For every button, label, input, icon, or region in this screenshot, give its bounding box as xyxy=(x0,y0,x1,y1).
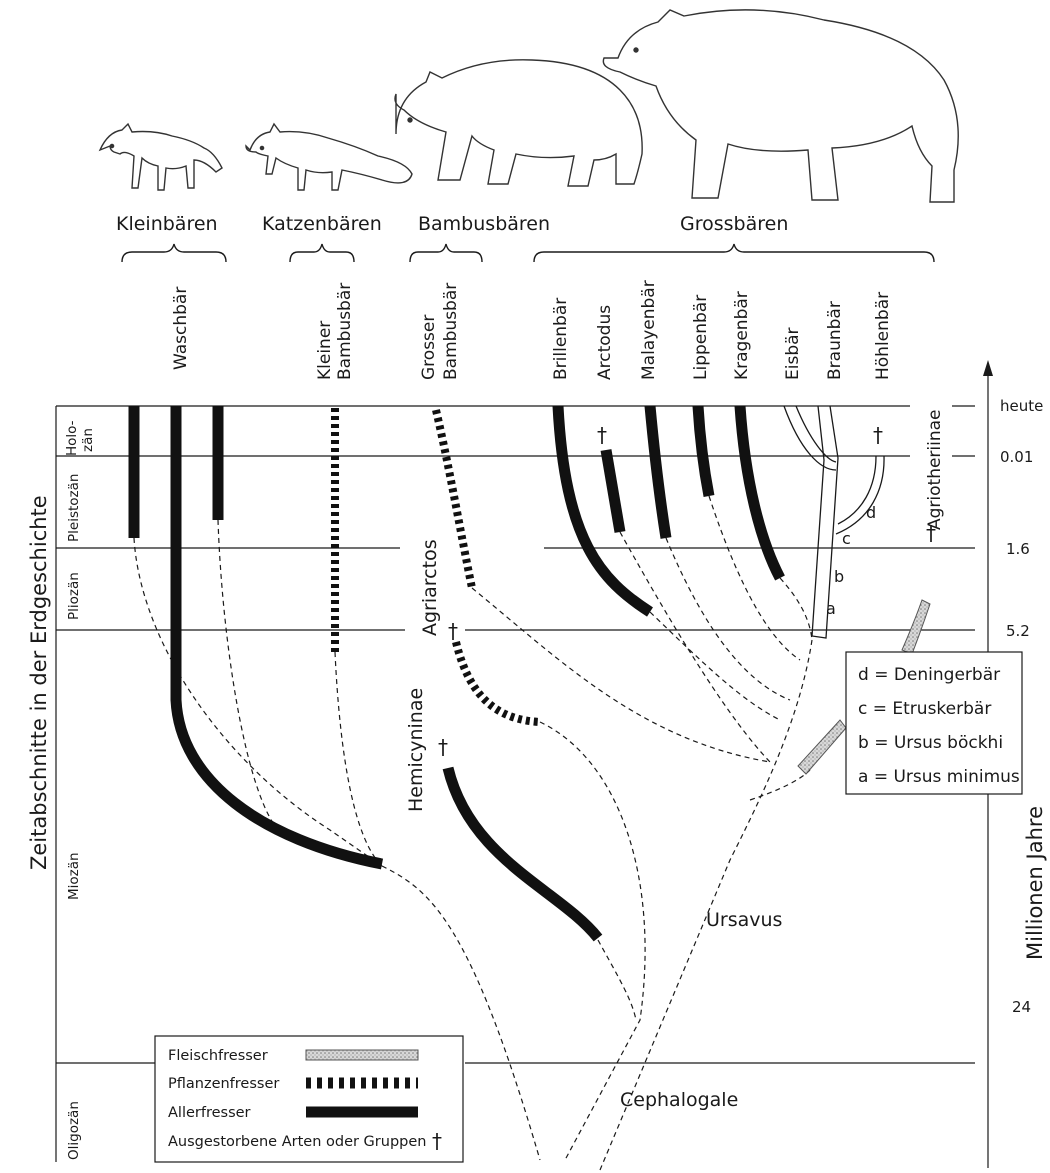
species-label-malayenbaer: Malayenbär xyxy=(639,280,659,380)
species-label-braunbaer: Braunbär xyxy=(825,301,845,380)
giant-panda-illustration xyxy=(395,60,642,186)
ancestry-line-grosser-bambusbaer xyxy=(472,588,770,762)
key-d: d = Deningerbär xyxy=(858,665,1000,685)
ancestry-line-waschbaer-b xyxy=(218,520,278,830)
tick-label-5-2: 5.2 xyxy=(1006,622,1030,640)
era-label-holozaen-1: Holo- xyxy=(64,420,80,456)
era-label-pliozaen: Pliozän xyxy=(66,572,82,620)
brace-grossbaeren xyxy=(534,244,934,262)
extinct-dagger-agriarctos: † xyxy=(448,619,458,643)
species-label-brillenbaer: Brillenbär xyxy=(551,298,571,380)
lineage-agriotheriinae-lower xyxy=(798,720,846,774)
legend-box: Fleischfresser Pflanzenfresser Allerfres… xyxy=(155,1036,463,1162)
ancestry-line-hemicyninae xyxy=(598,940,636,1020)
lineage-hemicyninae xyxy=(448,768,598,938)
extinct-dagger-hoehlenbaer: † xyxy=(873,423,883,447)
brace-bambusbaeren xyxy=(410,244,482,262)
legend-dagger: † xyxy=(432,1129,442,1153)
species-label-eisbaer: Eisbär xyxy=(783,327,803,380)
lineage-arctodus xyxy=(606,450,620,532)
group-label-bambusbaeren: Bambusbären xyxy=(418,213,550,235)
lineage-kragenbaer xyxy=(740,406,780,578)
lineage-grosser-bambusbaer xyxy=(436,410,472,588)
lineage-lippenbaer xyxy=(698,406,709,496)
red-panda-illustration xyxy=(246,124,412,190)
ancestry-line-kragenbaer xyxy=(780,578,812,640)
species-label-lippenbaer: Lippenbär xyxy=(691,295,711,380)
lineage-malayenbaer xyxy=(650,406,666,538)
era-label-pleistozaen: Pleistozän xyxy=(66,474,82,542)
branch-label-ursavus: Ursavus xyxy=(706,909,782,931)
omnivore-lineages xyxy=(134,406,780,938)
lineage-eisbaer-outer xyxy=(784,406,836,470)
species-label-waschbaer: Waschbär xyxy=(171,287,191,370)
group-label-grossbaeren: Grossbären xyxy=(680,213,788,235)
legend-label-ausgestorben: Ausgestorbene Arten oder Gruppen xyxy=(168,1134,426,1150)
right-axis-title: Millionen Jahre xyxy=(1023,806,1047,960)
extinct-dagger-arctodus: † xyxy=(597,423,607,447)
species-label-agriotheriinae: Agriotheriinae xyxy=(925,409,945,530)
species-label-kleiner-bambusbaer-1: Kleiner xyxy=(315,321,335,380)
species-label-arctodus: Arctodus xyxy=(595,305,615,380)
era-label-oligozaen: Oligozän xyxy=(66,1101,82,1160)
species-label-kragenbaer: Kragenbär xyxy=(732,291,752,380)
lineage-eisbaer-inner xyxy=(796,406,836,462)
species-label-grosser-bambusbaer-2: Bambusbär xyxy=(441,283,461,380)
key-b: b = Ursus böckhi xyxy=(858,733,1003,753)
time-axis-arrow-icon xyxy=(983,360,993,376)
marker-b: b xyxy=(834,567,844,586)
group-label-katzenbaeren: Katzenbären xyxy=(262,213,382,235)
marker-d: d xyxy=(866,503,876,522)
ancestry-line-kleiner-bambusbaer xyxy=(335,652,382,866)
lineage-agriotheriinae-upper xyxy=(902,600,930,654)
legend-swatch-fleischfresser xyxy=(306,1050,418,1060)
brown-bear-illustration xyxy=(603,10,958,202)
key-c: c = Etruskerbär xyxy=(858,699,991,719)
ancestry-line-arctodus xyxy=(620,532,770,762)
tick-label-0-01: 0.01 xyxy=(1000,448,1033,466)
group-label-kleinbaeren: Kleinbären xyxy=(116,213,218,235)
species-label-grosser-bambusbaer-1: Grosser xyxy=(419,315,439,380)
branch-label-cephalogale: Cephalogale xyxy=(620,1089,738,1111)
tick-label-heute: heute xyxy=(1000,397,1043,415)
tick-label-24: 24 xyxy=(1012,998,1031,1016)
ursus-key-box: d = Deningerbär c = Etruskerbär b = Ursu… xyxy=(846,652,1022,794)
brace-kleinbaeren xyxy=(122,244,226,262)
lineage-agriarctos xyxy=(456,642,540,722)
ancestry-line-agriotheriinae xyxy=(750,770,810,800)
legend-label-fleischfresser: Fleischfresser xyxy=(168,1048,268,1064)
era-label-miozaen: Miozän xyxy=(66,852,82,900)
legend-label-pflanzenfresser: Pflanzenfresser xyxy=(168,1076,279,1092)
ancestry-line-brillenbaer xyxy=(650,612,780,720)
marker-c: c xyxy=(842,529,851,548)
extinct-dagger-hemicyninae: † xyxy=(438,735,448,759)
species-label-hoehlenbaer: Höhlenbär xyxy=(873,292,893,380)
marker-a: a xyxy=(826,599,836,618)
branch-label-agriarctos: Agriarctos xyxy=(419,539,441,636)
key-a: a = Ursus minimus xyxy=(858,767,1020,787)
raccoon-illustration xyxy=(100,124,222,190)
legend-label-allesfresser: Allerfresser xyxy=(168,1105,251,1121)
tick-label-1-6: 1.6 xyxy=(1006,540,1030,558)
extinct-dagger-agriotheriinae: † xyxy=(926,521,936,545)
branch-label-hemicyninae: Hemicyninae xyxy=(405,688,427,812)
left-axis-title: Zeitabschnitte in der Erdgeschichte xyxy=(27,495,51,870)
lineage-hoehlenbaer-outer xyxy=(836,456,884,534)
era-label-holozaen-2: zän xyxy=(80,428,96,452)
group-braces xyxy=(122,244,934,262)
brace-katzenbaeren xyxy=(290,244,354,262)
species-label-kleiner-bambusbaer-2: Bambusbär xyxy=(335,283,355,380)
